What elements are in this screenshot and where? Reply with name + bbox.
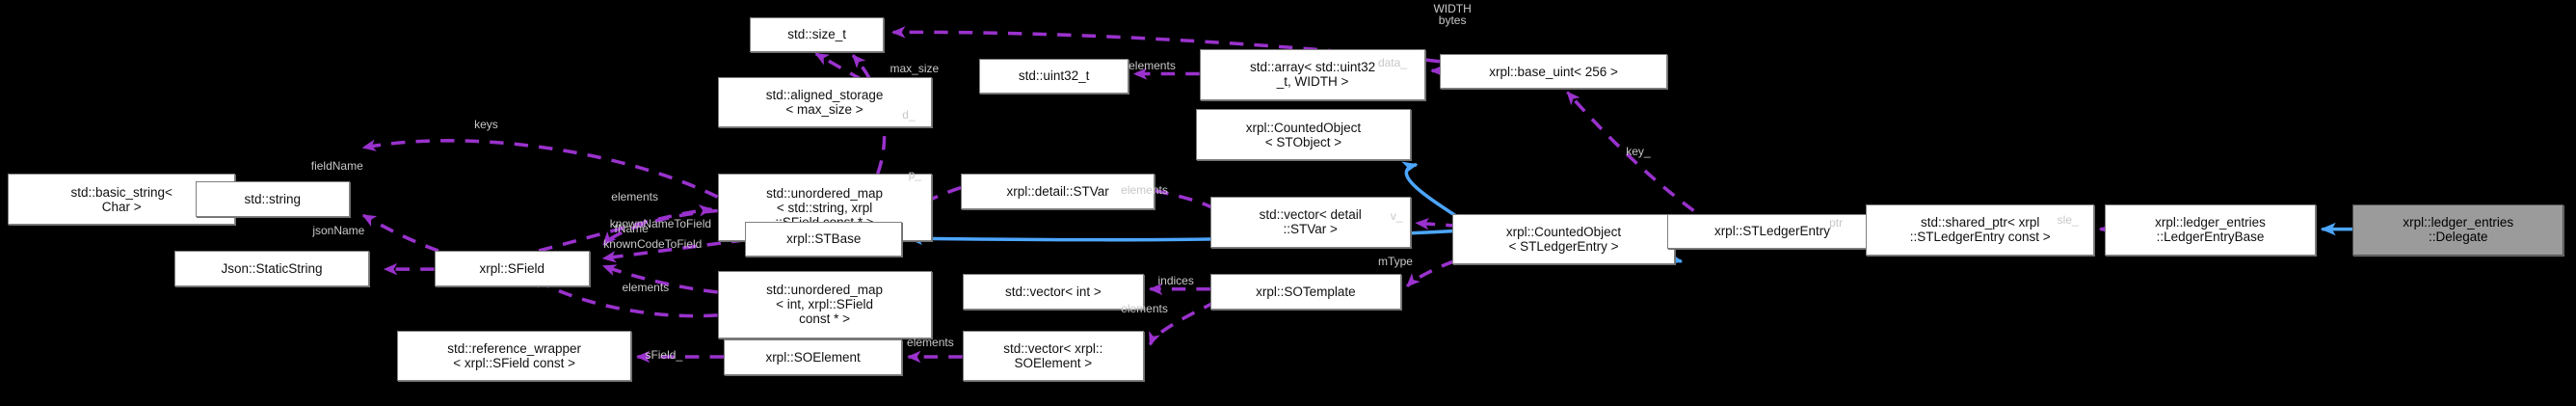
edge-label-elements-soelement: elements bbox=[907, 336, 954, 350]
node-xrpl-stbase[interactable]: xrpl::STBase bbox=[745, 221, 903, 257]
node-std-aligned-storage[interactable]: std::aligned_storage < max_size > bbox=[717, 76, 932, 128]
edge-label-elements-uint32: elements bbox=[1129, 59, 1176, 73]
node-unordered-map-int[interactable]: std::unordered_map < int, xrpl::SField c… bbox=[717, 270, 932, 338]
node-reference-wrapper[interactable]: std::reference_wrapper < xrpl::SField co… bbox=[397, 330, 632, 382]
node-xrpl-detail-stvar[interactable]: xrpl::detail::STVar bbox=[960, 174, 1155, 209]
node-vector-detail-stvar[interactable]: std::vector< detail ::STVar > bbox=[1209, 197, 1411, 248]
edge-label-knownnametofield: knownNameToField bbox=[609, 217, 712, 231]
edge-label-fieldname: fieldName bbox=[310, 158, 363, 173]
edge-label-d: d_ bbox=[902, 108, 916, 122]
edge-label-knowncodetofield: knownCodeToField bbox=[603, 237, 703, 252]
node-vector-soelement[interactable]: std::vector< xrpl:: SOElement > bbox=[962, 330, 1145, 382]
edge-label-width-bytes: WIDTH bytes bbox=[1433, 2, 1472, 28]
edge-label-keys: keys bbox=[474, 117, 498, 131]
edge-label-elements-stvar: elements bbox=[1121, 183, 1168, 198]
node-xrpl-sotemplate[interactable]: xrpl::SOTemplate bbox=[1209, 273, 1401, 310]
edge-label-ptr: ptr bbox=[1829, 215, 1844, 230]
edge-label-indices: indices bbox=[1157, 274, 1194, 288]
edge-label-jsonname: jsonName bbox=[312, 223, 365, 237]
node-xrpl-soelement[interactable]: xrpl::SOElement bbox=[723, 339, 903, 376]
node-xrpl-sfield[interactable]: xrpl::SField bbox=[434, 250, 590, 286]
node-std-size-t[interactable]: std::size_t bbox=[750, 16, 885, 53]
node-std-array[interactable]: std::array< std::uint32 _t, WIDTH > bbox=[1199, 49, 1426, 100]
edge-label-sle: sle_ bbox=[2057, 212, 2079, 227]
edge-label-sfield: sField_ bbox=[645, 347, 683, 362]
node-json-staticstring[interactable]: Json::StaticString bbox=[173, 250, 370, 286]
node-vector-int[interactable]: std::vector< int > bbox=[962, 273, 1145, 310]
edge-label-p: p_ bbox=[908, 168, 922, 182]
node-counted-object-stledgerentry[interactable]: xrpl::CountedObject < STLedgerEntry > bbox=[1451, 213, 1676, 265]
edge-label-max-size: max_size bbox=[890, 62, 940, 76]
edge-label-fname: fName bbox=[614, 222, 649, 236]
edge-label-elements-sotemplate: elements bbox=[1121, 302, 1168, 316]
node-std-shared-ptr[interactable]: std::shared_ptr< xrpl ::STLedgerEntry co… bbox=[1866, 204, 2094, 256]
edge-label-key: key_ bbox=[1626, 145, 1651, 159]
edge-label-mtype: mType bbox=[1377, 254, 1413, 268]
node-std-uint32-t[interactable]: std::uint32_t bbox=[979, 58, 1129, 95]
node-counted-object-stobject[interactable]: xrpl::CountedObject < STObject > bbox=[1196, 109, 1411, 160]
node-std-string[interactable]: std::string bbox=[195, 181, 350, 217]
node-ledger-entry-base[interactable]: xrpl::ledger_entries ::LedgerEntryBase bbox=[2105, 204, 2316, 256]
node-xrpl-base-uint[interactable]: xrpl::base_uint< 256 > bbox=[1439, 53, 1668, 90]
node-ledger-entries-delegate[interactable]: xrpl::ledger_entries ::Delegate bbox=[2352, 204, 2564, 256]
edge-label-data: data_ bbox=[1377, 56, 1407, 69]
edge-label-elements-map-str: elements bbox=[611, 189, 658, 203]
node-xrpl-stledgerentry[interactable]: xrpl::STLedgerEntry bbox=[1667, 213, 1877, 250]
edge-label-elements-map-int: elements bbox=[622, 280, 670, 294]
edge-label-v: v_ bbox=[1390, 209, 1403, 224]
